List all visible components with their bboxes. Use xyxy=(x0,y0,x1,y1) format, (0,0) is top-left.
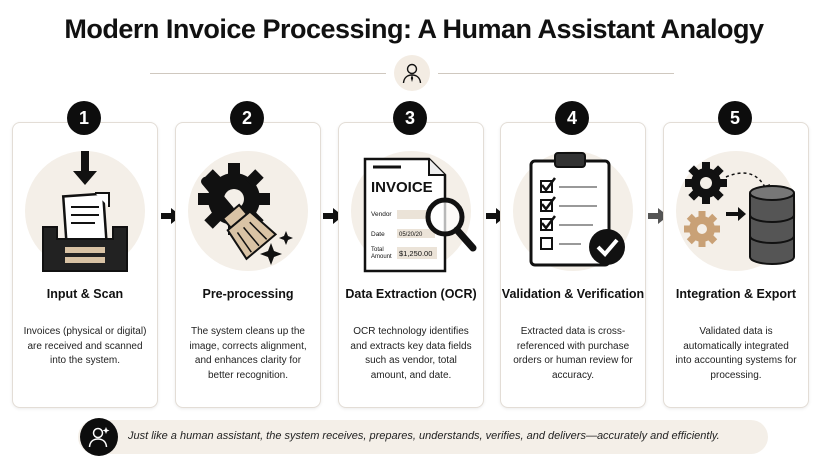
sparkle-icon xyxy=(260,243,282,265)
invoice-icon: INVOICE Vendor Date 05/20/20 Total Amoun… xyxy=(363,157,447,273)
step-number-3: 3 xyxy=(393,101,427,135)
step-description: The system cleans up the image, corrects… xyxy=(189,326,307,381)
invoice-date-value: 05/20/20 xyxy=(399,232,423,238)
step-title: Pre-processing xyxy=(202,287,294,301)
gear-icon xyxy=(684,211,720,247)
brush-icon xyxy=(201,176,278,261)
footer-banner xyxy=(78,420,768,454)
step-card-5: Integration & Export Validated data is a… xyxy=(663,122,809,408)
step-card-2: Pre-processing The system cleans up the … xyxy=(175,122,321,408)
invoice-vendor-label: Vendor xyxy=(371,211,392,218)
step-card-3: INVOICE Vendor Date 05/20/20 Total Amoun… xyxy=(338,122,484,408)
assistant-icon xyxy=(80,418,118,456)
page-title: Modern Invoice Processing: A Human Assis… xyxy=(64,14,764,44)
invoice-heading: INVOICE xyxy=(371,179,433,196)
clipboard-checklist-icon xyxy=(529,152,611,267)
step-card-1: Input & Scan Invoices (physical or digit… xyxy=(12,122,158,408)
invoice-total-label-1: Total xyxy=(371,247,384,253)
step-description: Validated data is automatically integrat… xyxy=(675,326,797,381)
step-number-2: 2 xyxy=(230,101,264,135)
invoice-total-label-2: Amount xyxy=(371,254,392,260)
database-icon xyxy=(749,185,795,265)
inbox-tray-icon xyxy=(42,151,128,272)
invoice-total-value: $1,250.00 xyxy=(399,249,432,258)
step-title: Data Extraction (OCR) xyxy=(345,287,477,301)
step-card-4: Validation & Verification Extracted data… xyxy=(500,122,646,408)
invoice-date-label: Date xyxy=(371,231,385,238)
footer-text: Just like a human assistant, the system … xyxy=(128,430,720,442)
step-description: Invoices (physical or digital) are recei… xyxy=(23,326,147,366)
magnifier-icon xyxy=(425,197,477,252)
step-title: Integration & Export xyxy=(675,287,797,301)
gear-icon xyxy=(685,162,727,204)
check-badge-icon xyxy=(589,229,625,265)
person-icon xyxy=(394,55,430,91)
step-description: Extracted data is cross-referenced with … xyxy=(513,326,633,381)
step-description: OCR technology identifies and extracts k… xyxy=(350,326,472,381)
title-divider-left xyxy=(150,73,386,74)
step-number-1: 1 xyxy=(67,101,101,135)
step-number-4: 4 xyxy=(555,101,589,135)
step-title: Validation & Verification xyxy=(501,287,645,301)
step-title: Input & Scan xyxy=(46,287,124,301)
step-number-5: 5 xyxy=(718,101,752,135)
title-divider-right xyxy=(438,73,674,74)
